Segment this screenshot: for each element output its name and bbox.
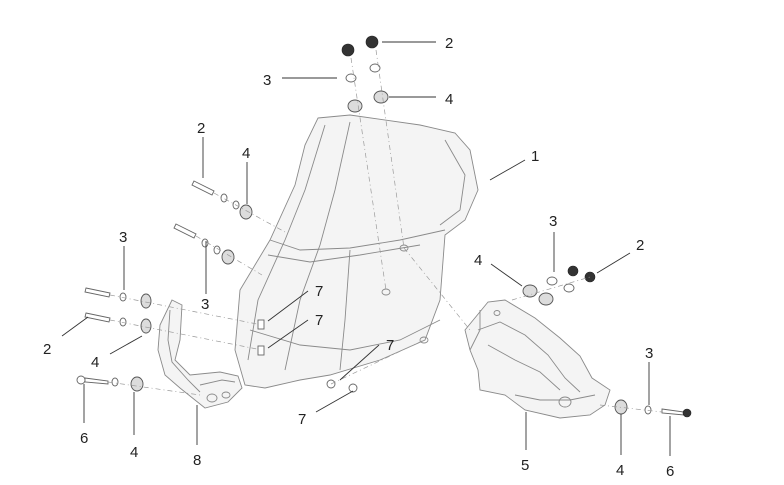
callout-right-knob: 2: [636, 237, 644, 254]
callout-spacer-d: 7: [298, 411, 306, 428]
left-upper-hardware: [173, 180, 286, 276]
top-left-knob-icon: [341, 43, 355, 57]
top-right-grommet-icon: [373, 90, 389, 104]
spacer-7d-icon: [348, 383, 358, 393]
mid-grommet-icon: [221, 249, 235, 265]
callout-spacer-b: 7: [315, 312, 323, 329]
callout-top-grommet: 4: [445, 91, 453, 108]
right-knob-a-icon: [567, 265, 579, 277]
callout-mid-washer: 3: [201, 296, 209, 313]
callout-right-lower-grommet: 4: [616, 462, 624, 479]
mount-bracket-part: [157, 299, 243, 409]
callout-top-knob: 2: [445, 35, 453, 52]
lower-screw-b-icon: [84, 312, 111, 323]
upper-screw-icon: [191, 180, 215, 196]
callout-left-washer: 3: [119, 229, 127, 246]
spacer-7b-icon: [257, 345, 265, 356]
upper-washer-icon: [220, 193, 228, 203]
callout-left-grommet: 4: [91, 354, 99, 371]
leader-lines: [61, 41, 671, 456]
top-left-washer-icon: [345, 73, 357, 83]
callout-spacer-a: 7: [315, 283, 323, 300]
callout-upper-screw: 2: [197, 120, 205, 137]
callout-labels: 1 2 3 4 2 4 3 2 4 7 7 3 7 3 4 2 7 3 6 4 …: [43, 35, 674, 480]
right-lower-screw-icon: [661, 408, 685, 416]
callout-upper-grommet: 4: [242, 145, 250, 162]
callout-side-panel: 5: [521, 457, 529, 474]
mid-screw-icon: [173, 223, 197, 239]
spacer-7a-icon: [257, 319, 265, 330]
callout-right-lower-washer: 3: [645, 345, 653, 362]
callout-bracket-grommet: 4: [130, 444, 138, 461]
windscreen-part: [234, 114, 479, 389]
callout-windscreen: 1: [531, 148, 539, 165]
callout-right-washer: 3: [549, 213, 557, 230]
bracket-bolt-head-icon: [76, 375, 86, 385]
callout-right-grommet: 4: [474, 252, 482, 269]
left-lower-hardware: [84, 287, 265, 356]
top-right-knob-icon: [365, 35, 379, 49]
upper-grommet-icon: [239, 204, 253, 220]
top-left-grommet-icon: [347, 99, 363, 113]
bracket-bolt-hardware: [76, 375, 201, 396]
callout-left-screw: 2: [43, 341, 51, 358]
side-panel-part: [464, 299, 611, 419]
callout-bracket-bolt: 6: [80, 430, 88, 447]
top-hardware-stack: [341, 35, 405, 291]
bracket-grommet-icon: [130, 376, 144, 392]
callout-right-lower-screw: 6: [666, 463, 674, 480]
callout-spacer-c: 7: [386, 337, 394, 354]
bottom-hardware: [326, 339, 692, 418]
top-right-washer-icon: [369, 63, 381, 73]
callout-bracket: 8: [193, 452, 201, 469]
right-upper-hardware: [403, 247, 596, 331]
right-knob-b-icon: [584, 271, 596, 283]
callout-top-washer: 3: [263, 72, 271, 89]
lower-screw-a-icon: [84, 287, 111, 298]
